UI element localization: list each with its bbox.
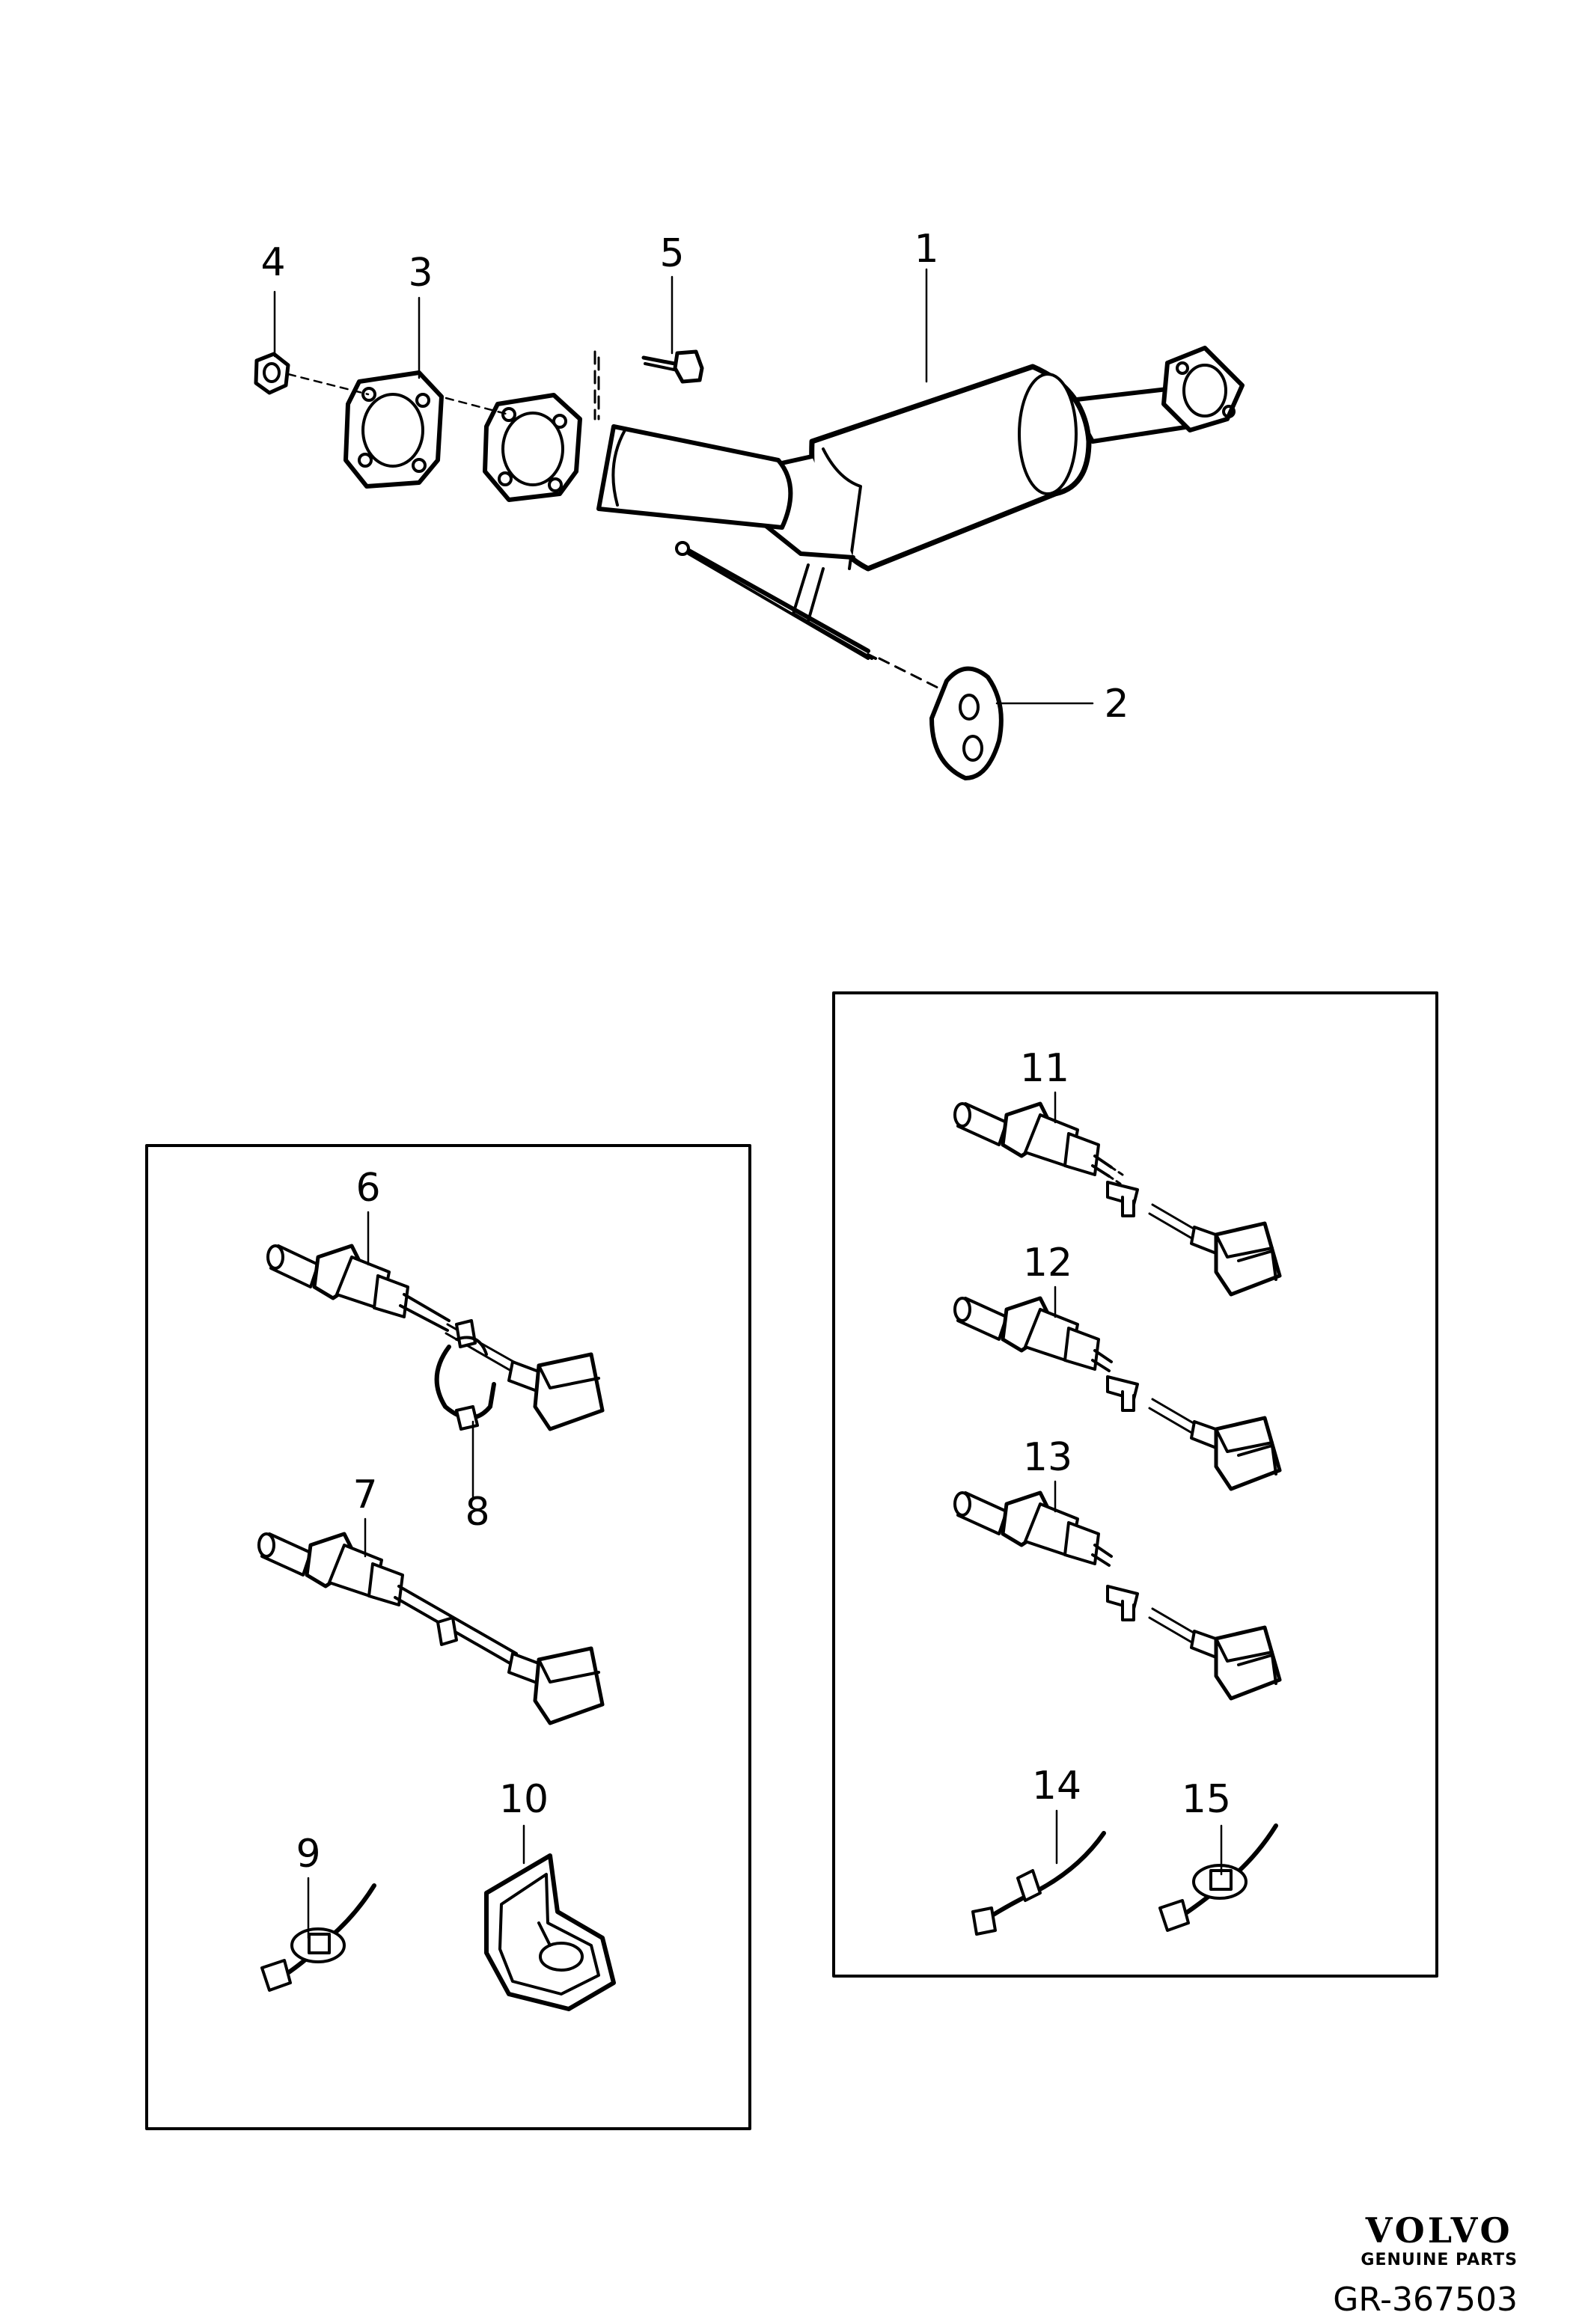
nut: [254, 352, 290, 395]
callout-8: 8: [465, 1490, 489, 1535]
left-parts-box: [145, 1144, 751, 2130]
cable-tie-15: [1158, 1823, 1278, 1932]
rubber-hanger: [929, 666, 1004, 780]
assembly-lines: [287, 373, 510, 416]
callout-11: 11: [1020, 1046, 1069, 1091]
leader-lines-left: [307, 1211, 525, 1939]
callout-6: 6: [355, 1166, 380, 1211]
callout-12: 12: [1023, 1241, 1072, 1285]
leader-lines-upper: [273, 268, 1094, 705]
brand-logo: VOLVO: [1365, 2210, 1513, 2251]
callout-5: 5: [659, 231, 684, 276]
right-parts-box: [832, 991, 1438, 1978]
callout-4: 4: [260, 240, 285, 285]
callout-7: 7: [352, 1473, 377, 1517]
sensor-clip-8: [434, 1336, 496, 1431]
oxygen-sensor-7: [257, 1532, 605, 1725]
oxygen-sensor-11: [953, 1101, 1282, 1297]
bracket-10: [484, 1853, 616, 2011]
callout-15: 15: [1182, 1777, 1231, 1822]
oxygen-sensor-12: [953, 1296, 1282, 1491]
callout-14: 14: [1032, 1764, 1081, 1808]
brand-tagline: GENUINE PARTS: [1361, 2251, 1518, 2269]
catalytic-converter: [483, 346, 1245, 694]
oxygen-sensor-6: [266, 1244, 605, 1431]
callout-3: 3: [408, 251, 433, 296]
oxygen-sensor-13: [953, 1490, 1282, 1701]
callout-10: 10: [499, 1777, 549, 1822]
callout-13: 13: [1023, 1435, 1072, 1480]
leader-lines-right: [1054, 1091, 1223, 1876]
bolt: [593, 349, 704, 421]
volvo-brand-mark: VOLVO GENUINE PARTS: [1361, 2213, 1518, 2269]
diagram-code: GR-367503: [1333, 2281, 1518, 2319]
flange-gasket: [343, 370, 444, 489]
callout-9: 9: [296, 1832, 320, 1877]
callout-2: 2: [1104, 682, 1129, 727]
callout-1: 1: [914, 227, 938, 272]
cable-tie-9: [260, 1883, 376, 1992]
cable-strap-14: [971, 1831, 1106, 1936]
